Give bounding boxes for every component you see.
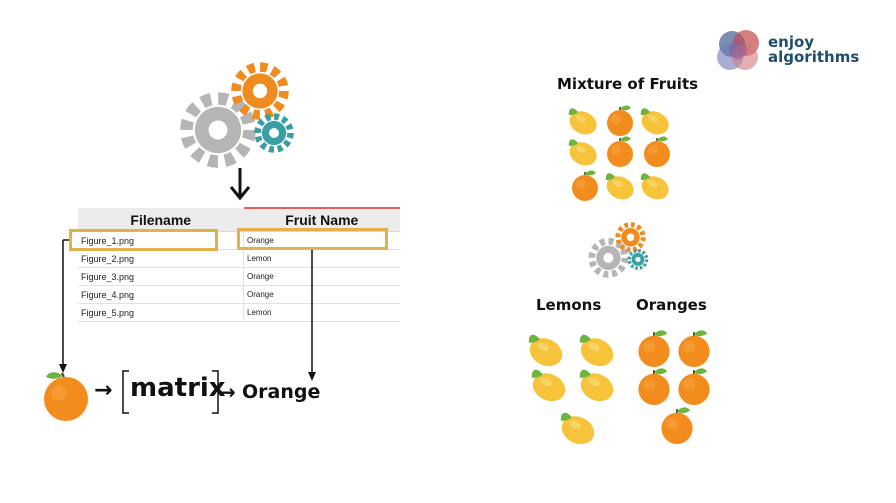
lemon-icon	[637, 106, 673, 139]
matrix-bracket-right	[212, 370, 219, 414]
mixture-title: Mixture of Fruits	[557, 75, 699, 93]
cell-filename: Figure_5.png	[78, 303, 244, 322]
lemon-icon	[565, 137, 601, 170]
orange-icon	[637, 367, 671, 406]
lemons-title: Lemons	[536, 296, 602, 314]
small-gears-icon	[588, 222, 649, 280]
oranges-cluster	[637, 329, 711, 445]
lemons-cluster	[525, 333, 618, 450]
logo: enjoy algorithms	[714, 26, 859, 76]
cell-fruit-name: Lemon	[243, 249, 400, 268]
table-row: Figure_3.png Orange	[78, 267, 400, 286]
orange-fruit-icon	[44, 372, 88, 421]
arrow-to-matrix: →	[94, 378, 113, 403]
fruit-table: Filename Fruit Name Figure_1.png Orange …	[78, 207, 400, 322]
logo-text-enjoy: enjoy	[768, 33, 815, 51]
orange-icon	[643, 135, 671, 168]
table-row: Figure_2.png Lemon	[78, 249, 400, 268]
cell-fruit-name: Lemon	[243, 303, 400, 322]
header-filename: Filename	[78, 208, 244, 232]
lemon-icon	[528, 368, 570, 407]
lemon-icon	[525, 333, 567, 372]
arrow-to-result: →	[219, 380, 236, 404]
lemon-icon	[637, 171, 673, 204]
matrix-bracket-left	[122, 370, 129, 414]
orange-icon	[637, 329, 671, 368]
orange-icon	[606, 135, 634, 168]
matrix-label: matrix	[130, 373, 226, 403]
orange-icon	[677, 329, 711, 368]
highlight-filename	[69, 229, 218, 251]
cell-fruit-name: Orange	[243, 267, 400, 286]
orange-icon	[660, 406, 694, 445]
down-arrow-icon	[229, 168, 251, 201]
orange-icon	[571, 169, 599, 202]
orange-icon	[606, 104, 634, 137]
lemon-icon	[557, 411, 599, 450]
table-row: Figure_4.png Orange	[78, 285, 400, 304]
cell-filename: Figure_4.png	[78, 285, 244, 304]
lemon-icon	[576, 333, 618, 372]
table-row: Figure_5.png Lemon	[78, 303, 400, 322]
cell-fruit-name: Orange	[243, 285, 400, 304]
lemon-icon	[565, 106, 601, 139]
lemon-icon	[602, 171, 638, 204]
header-fruit-name: Fruit Name	[243, 207, 400, 232]
lemon-icon	[576, 368, 618, 407]
highlight-fruit-name	[237, 228, 388, 250]
fruit-mixture-grid	[565, 104, 673, 204]
orange-icon	[677, 367, 711, 406]
cell-filename: Figure_2.png	[78, 249, 244, 268]
logo-text-algorithms: algorithms	[768, 48, 860, 66]
oranges-title: Oranges	[636, 296, 707, 314]
logo-icon	[717, 30, 759, 70]
result-label: Orange	[242, 381, 321, 403]
cell-filename: Figure_3.png	[78, 267, 244, 286]
